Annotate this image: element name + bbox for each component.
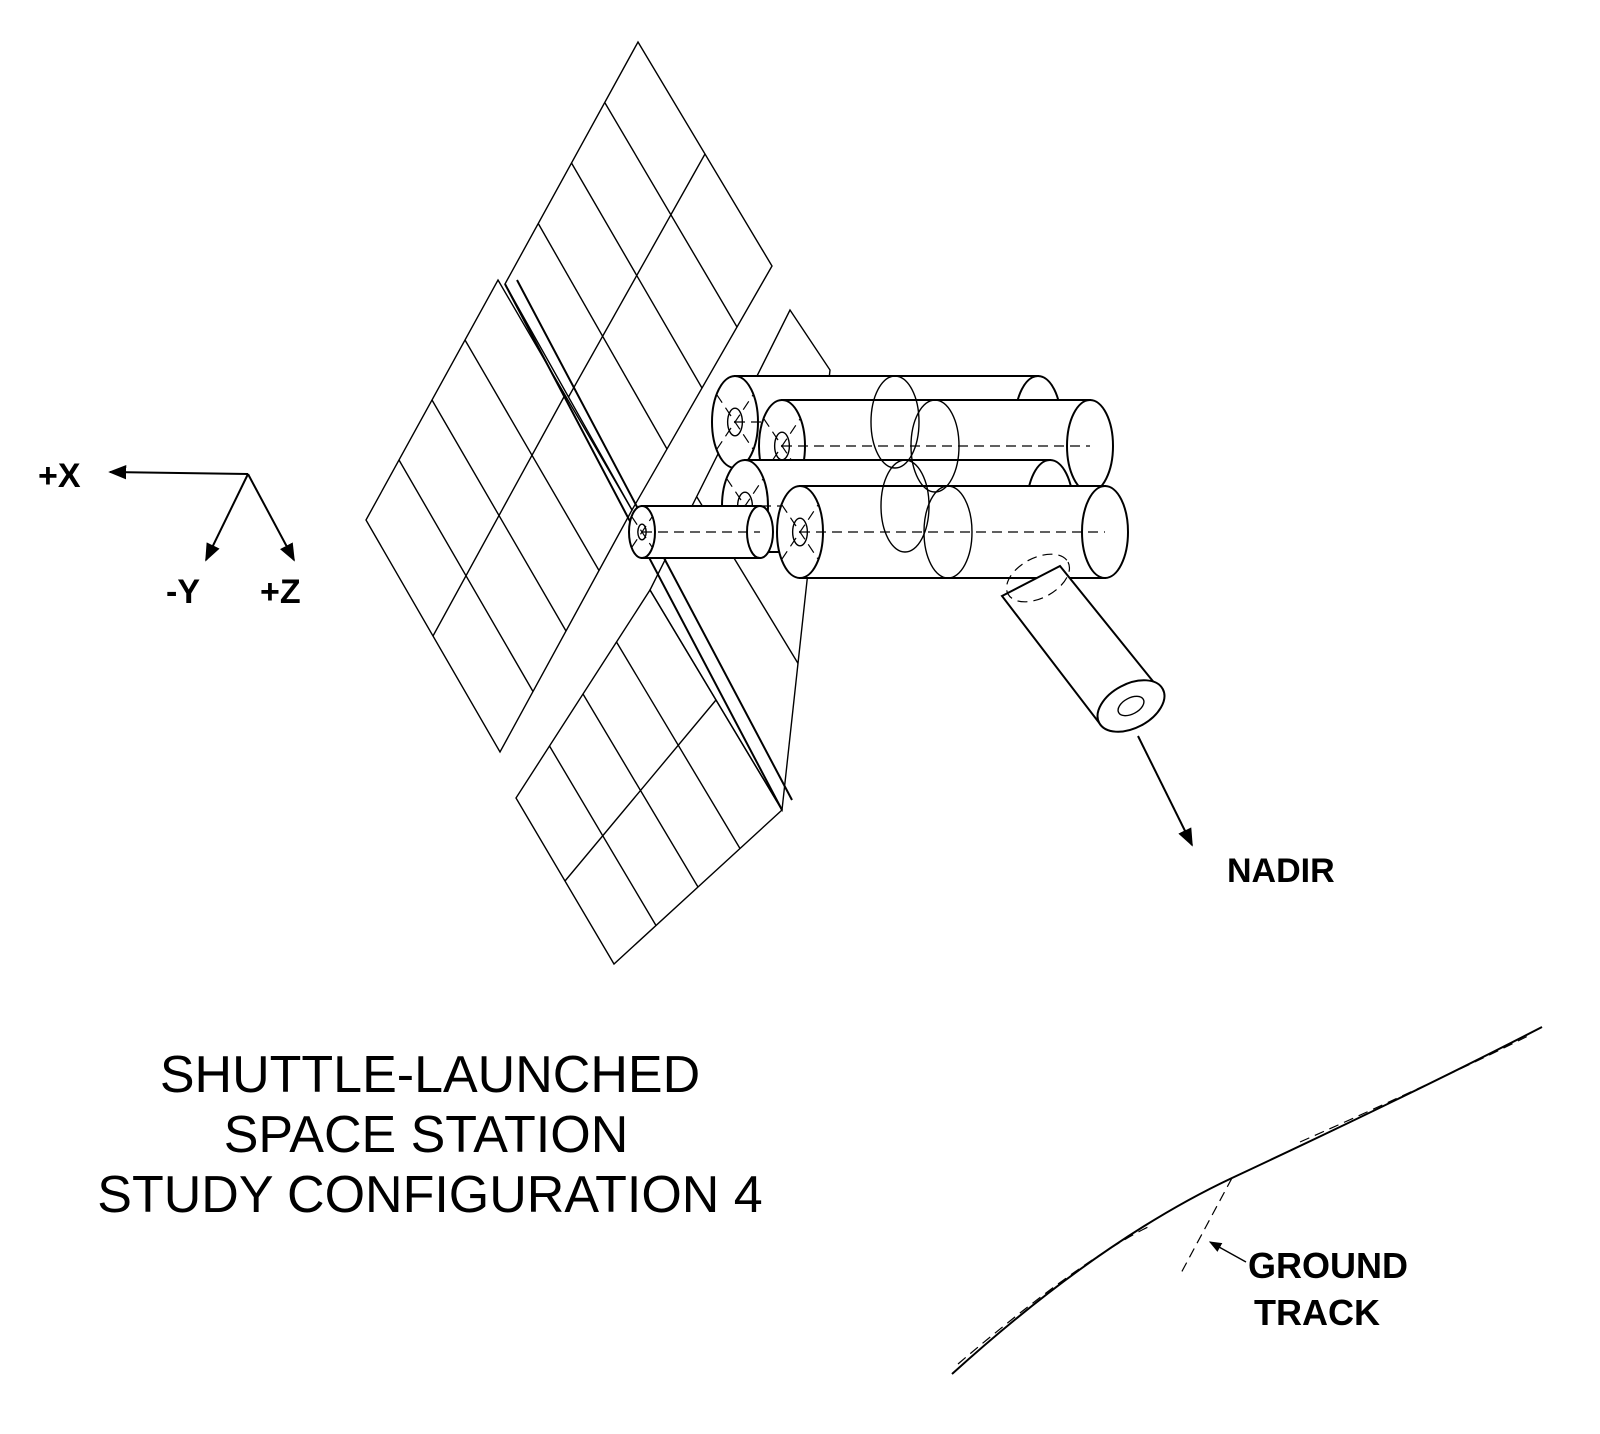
module-lower-front	[776, 485, 1129, 579]
nadir-label: NADIR	[1227, 852, 1335, 890]
coordinate-axes: +X -Y +Z	[38, 457, 301, 611]
module-ring	[923, 485, 973, 579]
x-axis-label: +X	[38, 457, 81, 495]
ground-track-label-line2: TRACK	[1254, 1292, 1380, 1333]
module-nadir-hatch	[1117, 695, 1145, 717]
x-axis-arrow	[108, 465, 249, 480]
horizon-shading-upper	[1299, 1034, 1531, 1143]
solar-panel-lower-outline	[515, 588, 783, 966]
module-nadir	[1000, 553, 1166, 733]
module-node-crossline	[631, 516, 653, 548]
module-ring	[880, 459, 930, 553]
solar-panel-left-outline	[365, 278, 633, 754]
title-line-2: SPACE STATION	[224, 1106, 629, 1164]
ground-track-line	[1179, 1177, 1233, 1276]
z-axis-arrow	[247, 473, 295, 562]
module-node	[628, 505, 774, 559]
title-line-1: SHUTTLE-LAUNCHED	[160, 1046, 700, 1104]
module-lower-front-crossline	[781, 504, 819, 560]
module-ring	[870, 375, 920, 469]
module-upper-front-crossline	[763, 418, 801, 474]
diagram-title: SHUTTLE-LAUNCHED SPACE STATION STUDY CON…	[97, 1046, 762, 1224]
module-upper-back-crossline	[716, 394, 754, 450]
nadir-indicator: NADIR	[1137, 735, 1335, 890]
y-axis-arrow	[205, 473, 249, 562]
z-axis-label: +Z	[260, 573, 301, 611]
solar-panel-lower-grid-line	[564, 699, 717, 882]
module-nadir-end	[1096, 679, 1166, 733]
ground-track-label-line1: GROUND	[1248, 1245, 1408, 1286]
solar-panel-left-grid-line	[432, 394, 566, 637]
solar-arrays	[365, 40, 831, 966]
title-line-3: STUDY CONFIGURATION 4	[97, 1166, 762, 1224]
solar-panel-upper-grid-line	[567, 153, 706, 398]
horizon-shading	[957, 1225, 1151, 1365]
module-ring	[910, 399, 960, 493]
module-nadir-top	[1005, 553, 1071, 603]
nadir-arrow	[1137, 735, 1193, 847]
earth-limb: GROUND TRACK	[951, 1026, 1543, 1375]
y-axis-label: -Y	[166, 573, 200, 611]
solar-panel-lower	[515, 588, 783, 966]
ground-track-pointer	[1208, 1241, 1247, 1263]
station-modules	[628, 375, 1166, 733]
solar-panel-left	[365, 278, 633, 754]
earth-horizon-line	[951, 1026, 1543, 1375]
